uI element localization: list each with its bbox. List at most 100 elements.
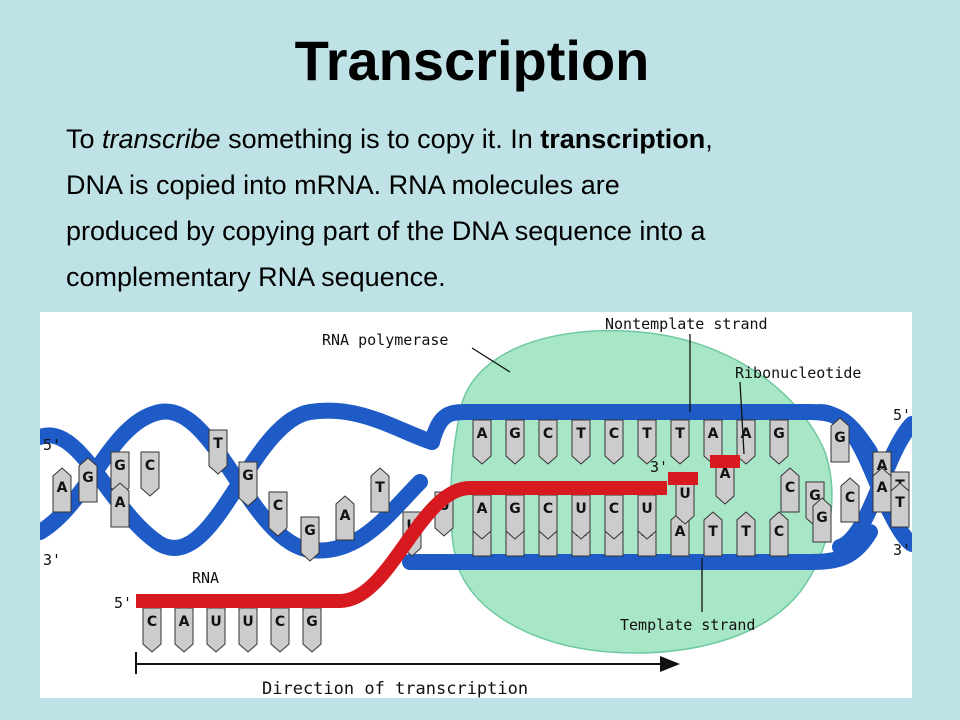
- base-letter: A: [57, 480, 68, 496]
- left-helix-base: C: [268, 491, 288, 537]
- base-letter: G: [809, 488, 821, 504]
- slide-title: Transcription: [294, 29, 650, 92]
- template-base: C: [769, 511, 789, 557]
- rna-base: C: [604, 494, 624, 540]
- base-letter: A: [179, 614, 190, 630]
- base-letter: T: [213, 436, 223, 452]
- base-shape: [780, 467, 800, 513]
- right-helix-base: T: [890, 482, 910, 528]
- text-run: something is to copy it. In: [220, 124, 541, 154]
- left-helix-base: A: [110, 482, 130, 528]
- base-shape: [268, 491, 288, 537]
- rna-tail-base: G: [302, 607, 322, 653]
- nontemplate-base: T: [670, 419, 690, 465]
- end-label-rna-3prime: 3': [650, 458, 668, 476]
- base-shape: [140, 451, 160, 497]
- bold-transcription: transcription: [540, 124, 706, 154]
- left-helix-base: A: [335, 495, 355, 541]
- rna-base: G: [505, 494, 525, 540]
- base-letter: C: [785, 480, 795, 496]
- base-shape: [736, 511, 756, 557]
- base-shape: [110, 482, 130, 528]
- label-rna: RNA: [192, 569, 219, 587]
- base-shape: [300, 516, 320, 562]
- base-letter: A: [708, 426, 719, 442]
- base-letter: C: [147, 614, 157, 630]
- body-line-2: DNA is copied into mRNA. RNA molecules a…: [66, 170, 620, 200]
- label-ribonucleotide: Ribonucleotide: [735, 364, 861, 382]
- right-helix-base: C: [780, 467, 800, 513]
- base-letter: A: [477, 501, 488, 517]
- base-shape: [78, 457, 98, 503]
- base-shape: [505, 419, 525, 465]
- emphasis-transcribe: transcribe: [102, 124, 221, 154]
- rna-strand: [136, 481, 667, 608]
- base-letter: G: [509, 426, 521, 442]
- left-helix-base: T: [370, 467, 390, 513]
- base-letter: T: [741, 524, 751, 540]
- base-shape: [571, 419, 591, 465]
- rna-base: U: [571, 494, 591, 540]
- base-shape: [840, 477, 860, 523]
- end-label-right-top: 5': [893, 406, 911, 424]
- nontemplate-base: A: [736, 419, 756, 465]
- diagram-svg: AGCTCTTAAGTCGAGAATTCAGCUCUCAUUCGUUUAGCGA…: [40, 315, 912, 698]
- end-label-rna-5prime: 5': [114, 594, 132, 612]
- end-label-right-bottom: 3': [893, 541, 911, 559]
- base-shape: [769, 419, 789, 465]
- nontemplate-base: G: [769, 419, 789, 465]
- base-letter: A: [741, 426, 752, 442]
- base-shape: [872, 467, 892, 513]
- base-letter: C: [845, 490, 855, 506]
- base-letter: U: [242, 614, 253, 630]
- base-letter: G: [242, 468, 254, 484]
- rna-tail-base: U: [238, 607, 258, 653]
- ribonucleotide-block: [710, 455, 740, 468]
- base-letter: U: [679, 486, 690, 502]
- base-letter: C: [543, 501, 553, 517]
- base-letter: G: [114, 458, 126, 474]
- base-shape: [637, 419, 657, 465]
- nontemplate-base: G: [505, 419, 525, 465]
- base-shape: [370, 467, 390, 513]
- rna-tail-base: C: [270, 607, 290, 653]
- base-shape: [238, 461, 258, 507]
- template-base: T: [703, 511, 723, 557]
- base-letter: A: [720, 466, 731, 482]
- base-letter: U: [641, 501, 652, 517]
- pointer-line: [471, 347, 511, 373]
- base-letter: C: [145, 458, 155, 474]
- right-helix-base: G: [830, 417, 850, 463]
- incoming-ribonucleotide: U: [675, 479, 695, 525]
- base-letter: T: [708, 524, 718, 540]
- right-helix-base: C: [840, 477, 860, 523]
- right-helix-base: G: [812, 497, 832, 543]
- label-template-strand: Template strand: [620, 616, 755, 634]
- base-shape: [736, 419, 756, 465]
- nontemplate-base: A: [472, 419, 492, 465]
- left-helix-base: T: [208, 429, 228, 475]
- template-base: T: [736, 511, 756, 557]
- base-letter: G: [816, 510, 828, 526]
- base-letter: T: [642, 426, 652, 442]
- left-helix-base: G: [300, 516, 320, 562]
- label-nontemplate-strand: Nontemplate strand: [605, 315, 768, 333]
- base-shape: [670, 419, 690, 465]
- base-letter: T: [576, 426, 586, 442]
- dna-strand-left-a: [40, 403, 428, 559]
- label-direction: Direction of transcription: [262, 679, 528, 698]
- nontemplate-base: C: [538, 419, 558, 465]
- base-shape: [812, 497, 832, 543]
- rna-tail-base: C: [142, 607, 162, 653]
- rna-3prime-segment: [668, 472, 698, 485]
- left-helix-base: C: [140, 451, 160, 497]
- text-run: ,: [705, 124, 713, 154]
- nontemplate-base: C: [604, 419, 624, 465]
- base-shape: [890, 482, 910, 528]
- base-letter: A: [340, 508, 351, 524]
- nontemplate-base: T: [571, 419, 591, 465]
- base-letter: A: [477, 426, 488, 442]
- end-label-left-bottom: 3': [43, 551, 61, 569]
- base-letter: C: [275, 614, 285, 630]
- body-paragraph: To transcribe something is to copy it. I…: [66, 116, 926, 300]
